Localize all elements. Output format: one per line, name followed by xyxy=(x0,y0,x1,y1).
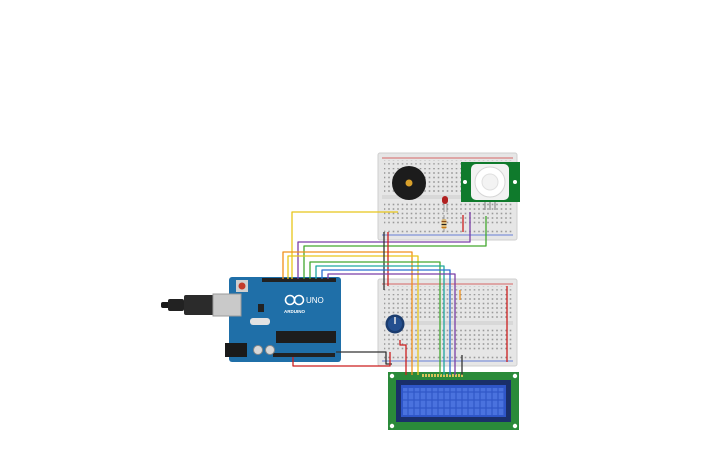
wire-green-lcd-1 xyxy=(309,261,441,375)
wire-yellow-buzzer xyxy=(291,211,398,279)
potentiometer xyxy=(385,314,405,334)
usb-cable xyxy=(161,295,214,315)
wire-blue-lcd xyxy=(321,269,451,375)
wire-orange xyxy=(282,251,413,300)
lcd-display xyxy=(388,372,519,430)
arduino-logo-icon xyxy=(284,294,305,306)
resistor xyxy=(441,215,447,232)
piezo-buzzer xyxy=(392,166,426,200)
pir-sensor xyxy=(461,162,520,210)
board-logo-text: UNO xyxy=(306,296,324,305)
wire-yellow-lcd xyxy=(287,255,419,375)
wire-green-top xyxy=(303,216,487,279)
wire-teal-lcd xyxy=(315,265,445,375)
wire-purple-lcd xyxy=(327,273,456,375)
wires xyxy=(282,211,508,375)
breadboard-bottom xyxy=(377,278,518,367)
led-red xyxy=(442,196,448,212)
wire-black-loop xyxy=(336,351,392,365)
arduino-uno-board: UNO ARDUINO xyxy=(212,277,341,362)
board-brand-text: ARDUINO xyxy=(284,309,305,314)
wire-red-loop xyxy=(292,352,391,367)
wire-red-lcd xyxy=(399,340,407,375)
